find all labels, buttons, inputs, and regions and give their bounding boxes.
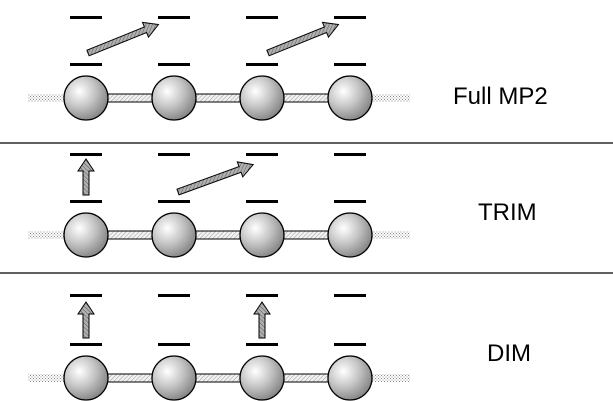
panel-full-mp2: Full MP2 [28,16,548,121]
panel-dim: DIM [28,294,531,401]
chain-end-left [28,231,68,239]
orbital-level-icon [158,63,190,66]
excitation-arrow-icon [77,301,95,339]
orbital-level-icon [334,294,366,297]
atom-sphere-icon [63,212,109,258]
orbital-level-icon [70,294,102,297]
chain-end-right [370,94,410,102]
atom-sphere-icon [239,75,285,121]
chain-end-left [28,94,68,102]
orbital-level-icon [70,153,102,156]
orbital-level-icon [246,153,278,156]
excitation-arrow-icon [266,21,340,57]
atom-sphere-icon [239,355,285,401]
orbital-level-icon [334,200,366,203]
orbital-level-icon [246,16,278,19]
chain-end-left [28,374,68,382]
excitation-arrow-icon [77,158,95,196]
panel-trim: TRIM [28,153,537,258]
orbital-level-icon [334,63,366,66]
orbital-level-icon [334,16,366,19]
orbital-level-icon [334,153,366,156]
atom-sphere-icon [63,75,109,121]
atom-sphere-icon [327,75,373,121]
orbital-level-icon [246,343,278,346]
atom-sphere-icon [151,355,197,401]
atom-sphere-icon [151,75,197,121]
panel-label: Full MP2 [453,83,548,110]
excitation-arrow-icon [253,301,271,339]
atom-sphere-icon [151,212,197,258]
atom-sphere-icon [327,355,373,401]
atom-sphere-icon [239,212,285,258]
atom-sphere-icon [327,212,373,258]
atom-sphere-icon [63,355,109,401]
orbital-level-icon [158,343,190,346]
orbital-level-icon [70,16,102,19]
orbital-level-icon [70,63,102,66]
orbital-level-icon [70,343,102,346]
orbital-level-icon [158,294,190,297]
excitation-arrow-icon [176,161,255,196]
panel-label: TRIM [478,199,537,226]
chain-end-right [370,231,410,239]
orbital-level-icon [158,153,190,156]
orbital-level-icon [158,200,190,203]
chain-end-right [370,374,410,382]
orbital-level-icon [158,16,190,19]
orbital-level-icon [246,294,278,297]
orbital-level-icon [246,63,278,66]
orbital-level-icon [70,200,102,203]
orbital-level-icon [334,343,366,346]
panel-label: DIM [487,340,531,367]
orbital-level-icon [246,200,278,203]
excitation-arrow-icon [86,21,160,57]
